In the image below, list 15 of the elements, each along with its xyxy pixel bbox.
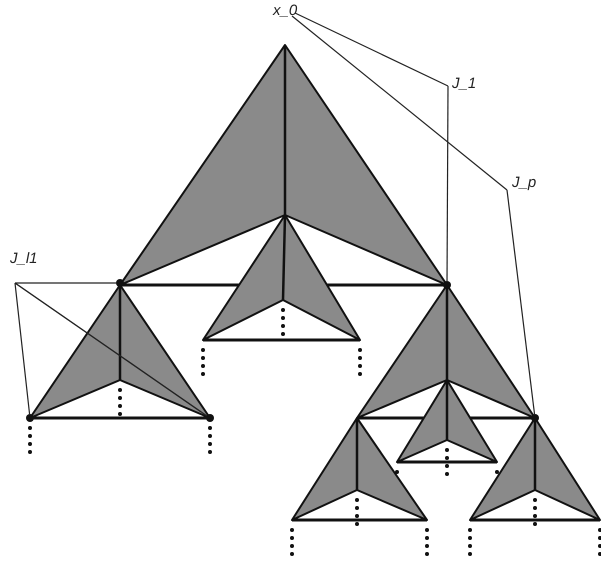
point-label: x_0 (273, 3, 298, 18)
vertex-point (26, 414, 34, 422)
vertex-point (116, 279, 124, 287)
point-label: J_1 (452, 76, 476, 91)
point-label: J_p (512, 175, 536, 190)
point-label: J_l1 (10, 251, 38, 266)
vertex-point (443, 281, 451, 289)
vertex-point (531, 414, 539, 422)
leader-line (446, 86, 449, 281)
leader-line (292, 16, 508, 190)
leader-line (294, 12, 448, 87)
leader-line (14, 282, 30, 414)
vertex-point (206, 414, 214, 422)
leader-line (15, 282, 116, 284)
leader-line (506, 190, 536, 414)
